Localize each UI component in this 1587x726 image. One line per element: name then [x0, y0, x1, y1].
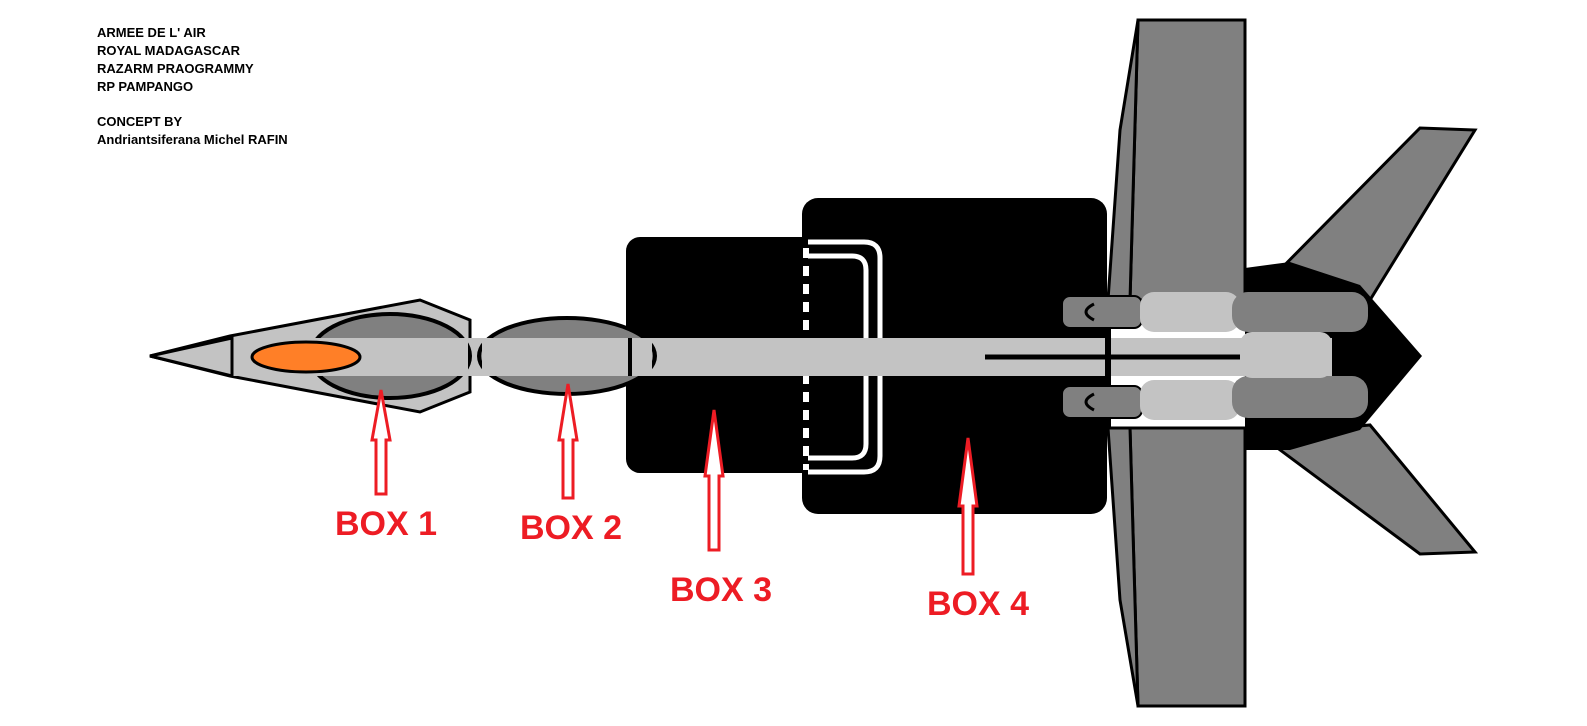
- upper-wing: [1128, 18, 1247, 302]
- box-4-label: BOX 4: [927, 585, 1029, 623]
- lower-wing: [1128, 426, 1247, 708]
- seeker-window: [250, 340, 362, 374]
- engine-core: [1240, 332, 1332, 378]
- box-1-label: BOX 1: [335, 505, 437, 543]
- box-3-arrow: [703, 409, 725, 552]
- credit-line-2: ROYAL MADAGASCAR: [97, 43, 241, 58]
- box-2-arrow: [557, 383, 579, 500]
- box-2-label: BOX 2: [520, 509, 622, 547]
- rear-wings: [1106, 18, 1247, 708]
- credit-line-1: ARMEE DE L' AIR: [97, 25, 206, 40]
- lower-wing-edge: [1106, 426, 1140, 707]
- box-1-arrow: [370, 389, 392, 496]
- pointer-arrows: [370, 383, 979, 576]
- upper-engine-pod: [1061, 292, 1368, 332]
- nose-tip: [149, 336, 234, 378]
- credits-block: ARMEE DE L' AIR ROYAL MADAGASCAR RAZARM …: [97, 24, 288, 149]
- box-4-arrow: [957, 437, 979, 576]
- credit-line-3: RAZARM PRAOGRAMMY: [97, 61, 254, 76]
- box-2-spine-overlay: [482, 338, 652, 376]
- lower-engine-pod: [1061, 376, 1368, 420]
- credit-line-5: CONCEPT BY: [97, 114, 183, 129]
- box-3-label: BOX 3: [670, 571, 772, 609]
- credit-line-4: RP PAMPANGO: [97, 79, 194, 94]
- credit-line-6: Andriantsiferana Michel RAFIN: [97, 132, 288, 147]
